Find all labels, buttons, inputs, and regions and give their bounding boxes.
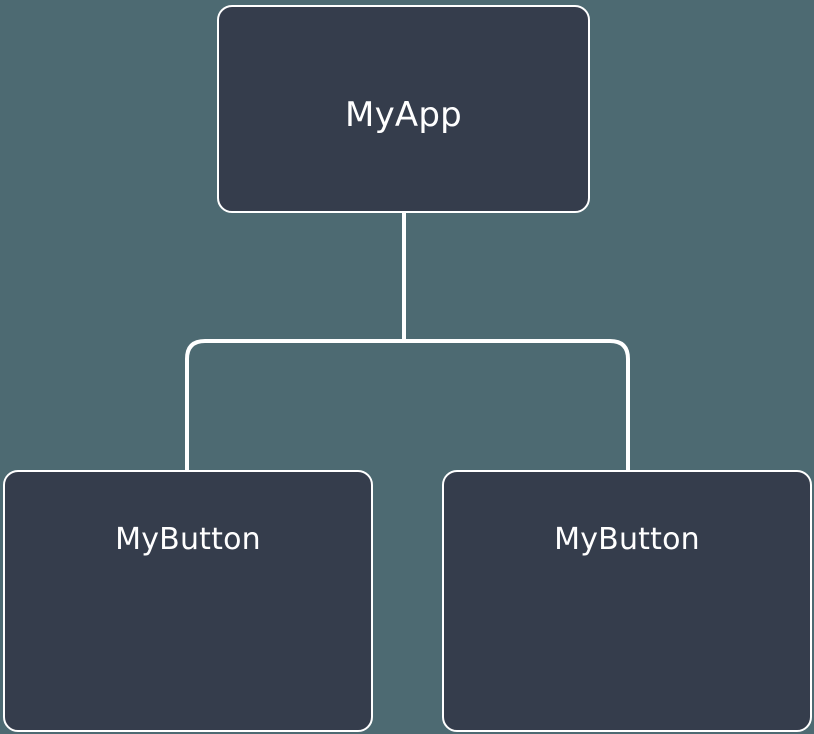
node-mybutton-left-title: MyButton: [115, 522, 261, 557]
connector-branch-bar: [185, 339, 630, 470]
node-myapp-title: MyApp: [345, 95, 462, 135]
node-mybutton-right-title: MyButton: [554, 522, 700, 557]
node-mybutton-left[interactable]: MyButton count 1: [3, 470, 373, 732]
node-myapp[interactable]: MyApp: [217, 5, 590, 213]
node-mybutton-right[interactable]: MyButton count 0: [442, 470, 812, 732]
